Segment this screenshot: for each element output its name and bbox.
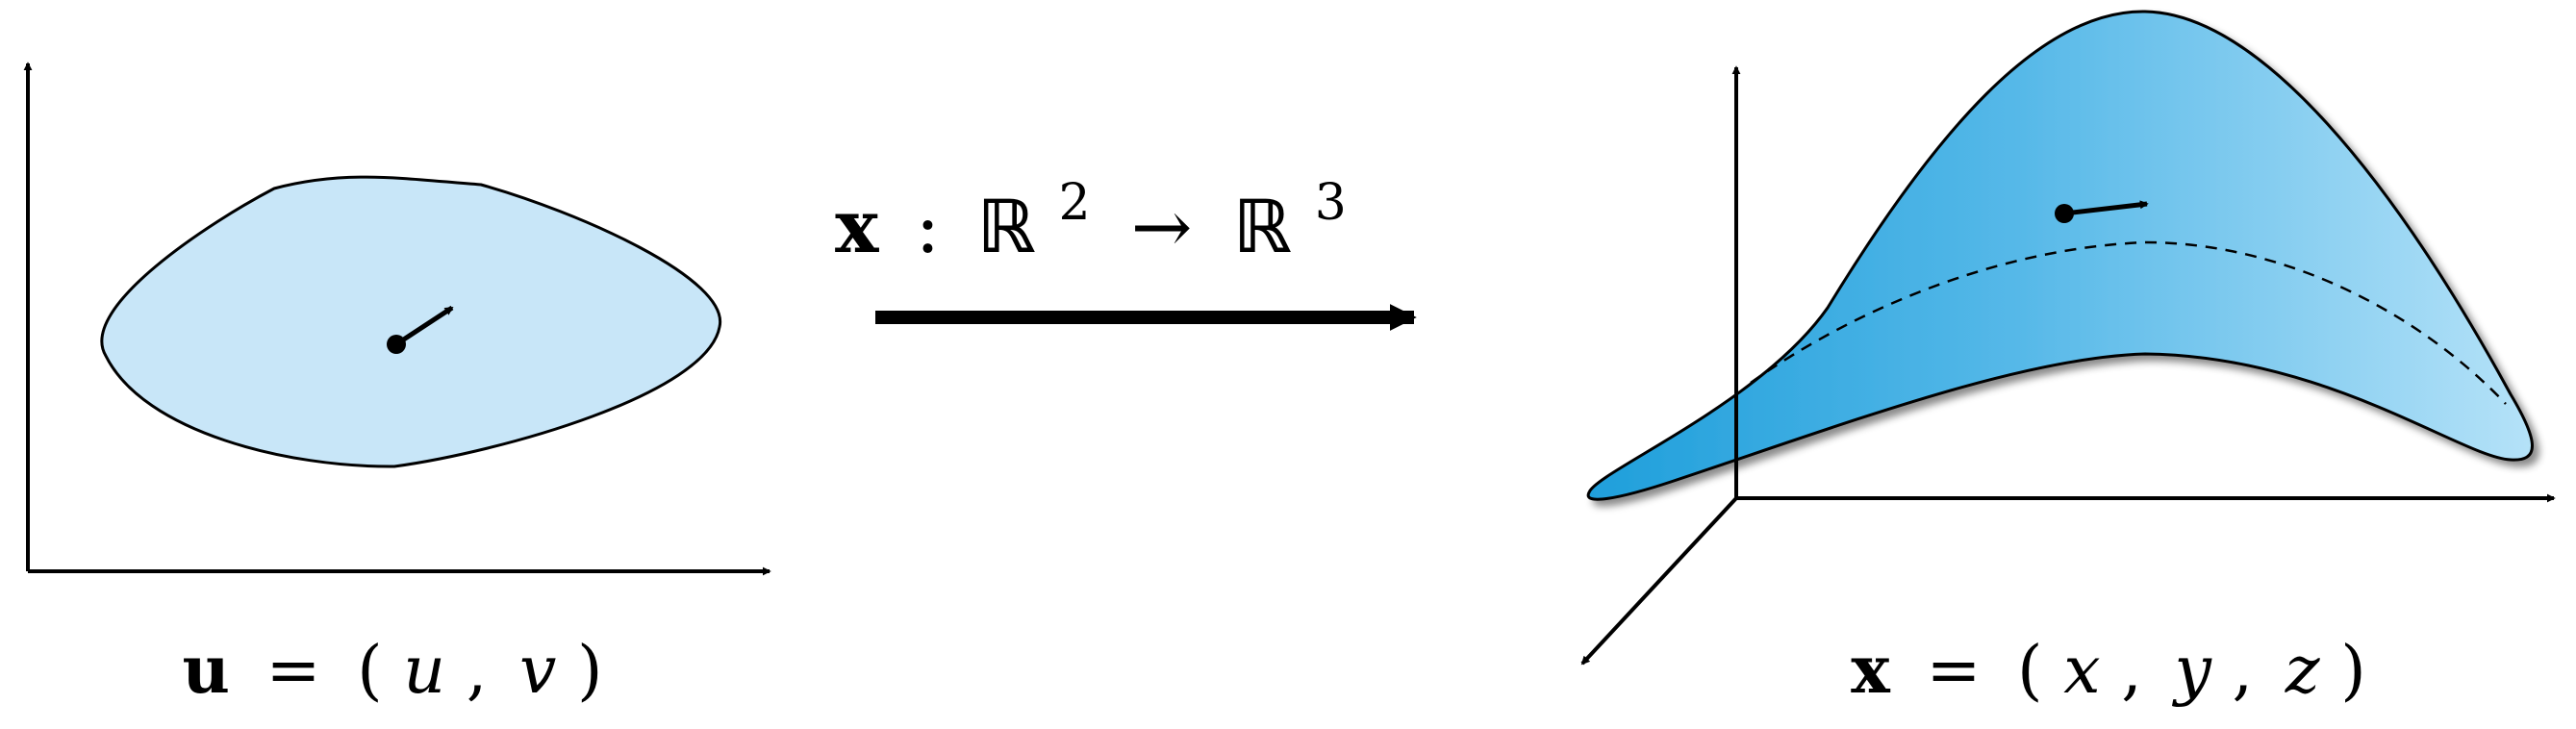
domain-parameter-label: u = ( u , v )	[182, 632, 602, 709]
surface-point	[2055, 204, 2074, 223]
surface-tangent-arrow	[2063, 200, 2149, 216]
embedded-surface	[1580, 10, 2556, 666]
surface-dashed-curve	[1750, 240, 2507, 405]
mapping-label: x : ℝ 2 → ℝ 3	[835, 151, 1347, 269]
parameter-domain	[23, 62, 771, 576]
parameter-point	[387, 335, 406, 354]
surface-patch	[1586, 10, 2534, 501]
surface-point-label: x = ( x , y , z )	[1851, 632, 2365, 709]
parameter-tangent-arrow	[394, 305, 454, 347]
y-axis-3d	[1580, 496, 1738, 666]
parameter-region	[100, 175, 721, 468]
